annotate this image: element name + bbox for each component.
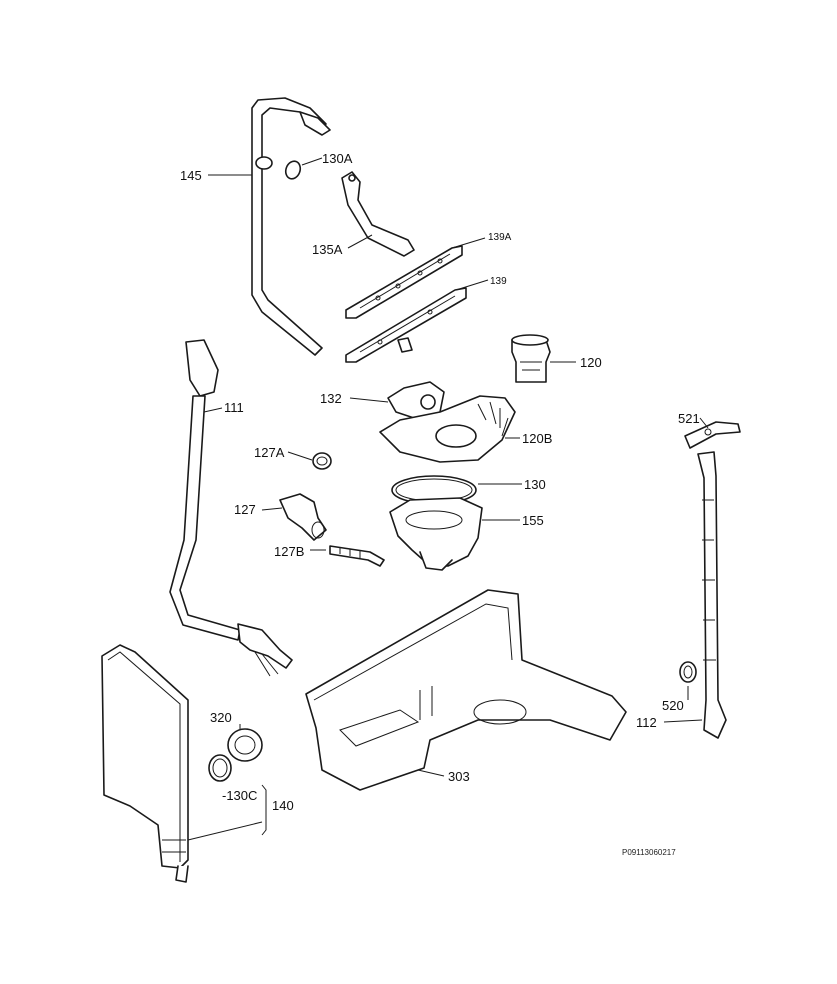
part-520-ring[interactable]	[679, 661, 697, 700]
label-521: 521	[678, 411, 700, 426]
part-320-seal[interactable]	[227, 724, 263, 762]
label-139: 139	[490, 276, 507, 287]
label-303: 303	[448, 769, 470, 784]
label-145: 145	[180, 168, 202, 183]
label-120B: 120B	[522, 431, 552, 446]
label-112: 112	[636, 715, 657, 730]
label-127: 127	[234, 502, 256, 517]
part-132-diverter[interactable]	[349, 381, 445, 421]
reference-code: P09113060217	[622, 848, 676, 857]
label-155: 155	[522, 513, 544, 528]
label-130: 130	[524, 477, 546, 492]
label-130A: 130A	[322, 151, 353, 166]
part-120-filter-cartridge[interactable]	[511, 334, 576, 383]
part-130C-o-ring[interactable]	[208, 754, 232, 782]
part-155-sump[interactable]	[389, 497, 520, 571]
part-111-inlet-hose[interactable]	[169, 339, 293, 677]
label-130C: -130C	[222, 788, 257, 803]
label-520: 520	[662, 698, 684, 713]
part-303-base-frame[interactable]	[305, 589, 627, 791]
label-139A: 139A	[488, 232, 512, 243]
label-132: 132	[320, 391, 342, 406]
label-135A: 135A	[312, 242, 343, 257]
part-127A-sleeve[interactable]	[287, 451, 332, 470]
part-130A-o-ring[interactable]	[283, 157, 323, 181]
part-135A-spray-arm-connector[interactable]	[341, 171, 415, 257]
part-127-elbow[interactable]	[261, 493, 327, 541]
part-139-lower-spray-arm[interactable]	[345, 279, 489, 363]
label-111: 111	[224, 400, 244, 415]
label-120: 120	[580, 355, 602, 370]
part-521-hose-clip[interactable]	[684, 417, 741, 449]
part-145-supply-tube[interactable]	[208, 97, 331, 356]
label-127B: 127B	[274, 544, 304, 559]
part-120B-microfilter[interactable]	[379, 395, 520, 463]
part-139A-upper-spray-arm[interactable]	[345, 237, 486, 319]
label-140: 140	[272, 798, 294, 813]
part-112-drain-hose[interactable]	[663, 451, 727, 739]
label-127A: 127A	[254, 445, 285, 460]
label-320: 320	[210, 710, 232, 725]
part-140-side-panel[interactable]	[101, 644, 267, 883]
part-127B-hose-segment[interactable]	[310, 545, 385, 567]
